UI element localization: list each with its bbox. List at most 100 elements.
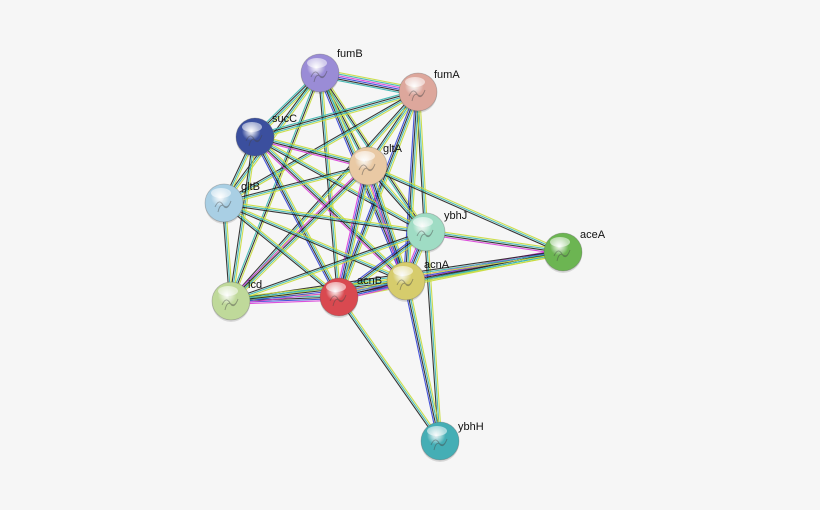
edge-line-teal	[255, 136, 341, 298]
node-label-acnB: acnB	[357, 275, 382, 287]
edge-line-black	[253, 137, 426, 234]
edge-line-teal	[338, 296, 441, 442]
edge-line-yellowgreen	[230, 277, 407, 299]
edge-line-black	[423, 231, 439, 442]
edge-line-yellowgreen	[232, 167, 371, 304]
edge-line-teal	[254, 135, 369, 166]
edge-line-yellowgreen	[370, 164, 410, 281]
edge-line-yellowgreen	[224, 201, 341, 297]
node-highlight	[242, 122, 262, 132]
edge-line-yellowgreen	[419, 91, 429, 233]
protein-structure-icon	[245, 134, 263, 147]
edge-line-yellowgreen	[407, 279, 443, 442]
node-ybhH[interactable]: ybhH	[420, 421, 484, 462]
edge-line-magenta	[228, 163, 367, 300]
node-highlight	[405, 77, 425, 87]
node-highlight	[393, 266, 413, 276]
node-label-fumB: fumB	[337, 48, 363, 60]
edge-line-teal	[319, 72, 340, 298]
edge-line-magenta	[425, 233, 564, 255]
edges-layer	[221, 68, 565, 443]
edge-line-blue	[403, 280, 439, 443]
nodes-layer: fumB fumA sucC gltA gltB ybhJ aceA icd acnB acnA y…	[204, 48, 606, 462]
edge-ybhJ-ybhH	[423, 231, 443, 442]
edge-ybhJ-aceA	[425, 229, 564, 255]
node-label-gltA: gltA	[383, 143, 403, 155]
edge-line-teal	[230, 231, 427, 302]
edge-line-black	[253, 136, 339, 298]
node-label-acnA: acnA	[424, 259, 450, 271]
edge-line-black	[425, 232, 564, 254]
edge-line-teal	[367, 165, 564, 253]
node-aceA[interactable]: aceA	[543, 229, 606, 273]
node-highlight	[355, 151, 375, 161]
edge-line-black	[229, 229, 427, 301]
node-acnA[interactable]: acnA	[386, 259, 450, 302]
edge-line-magenta	[252, 138, 405, 284]
protein-structure-icon	[416, 229, 434, 242]
edge-gltA-gltB	[223, 163, 369, 206]
node-fumA[interactable]: fumA	[398, 69, 460, 113]
edge-line-black	[337, 297, 440, 443]
node-icd[interactable]: icd	[211, 279, 262, 322]
edge-line-yellowgreen	[321, 72, 342, 298]
node-acnB[interactable]: acnB	[319, 275, 382, 318]
edge-line-teal	[223, 165, 369, 204]
edge-line-black	[222, 90, 418, 203]
node-gltA[interactable]: gltA	[348, 143, 403, 187]
edge-line-black	[404, 280, 440, 442]
edge-fumA-gltB	[222, 90, 420, 205]
edge-fumA-sucC	[253, 89, 420, 140]
edge-line-black	[338, 165, 369, 298]
edge-line-blue	[336, 165, 367, 298]
edge-line-teal	[425, 230, 564, 252]
edge-line-teal	[340, 165, 371, 298]
edge-line-black	[405, 251, 564, 282]
edge-sucC-gltA	[253, 134, 370, 169]
edge-line-yellowgreen	[339, 295, 442, 441]
node-sucC[interactable]: sucC	[235, 113, 297, 158]
edge-gltA-icd	[228, 163, 371, 304]
edge-line-yellowgreen	[256, 134, 409, 280]
node-gltB[interactable]: gltB	[204, 181, 260, 224]
node-label-aceA: aceA	[580, 229, 606, 241]
edge-line-yellowgreen	[255, 135, 428, 232]
node-highlight	[550, 237, 570, 247]
edge-sucC-acnA	[252, 134, 409, 284]
edge-line-yellowgreen	[255, 93, 420, 140]
protein-structure-icon	[221, 298, 239, 311]
edge-line-yellowgreen	[427, 231, 443, 442]
edge-line-teal	[406, 280, 442, 442]
edge-line-magenta	[253, 138, 368, 169]
node-fumB[interactable]: fumB	[300, 48, 363, 94]
edge-line-yellowgreen	[230, 232, 428, 304]
edge-acnB-ybhH	[337, 295, 442, 443]
protein-structure-icon	[329, 294, 347, 307]
edge-line-teal	[223, 202, 427, 233]
edge-line-yellowgreen	[368, 163, 565, 252]
protein-structure-icon	[310, 70, 328, 83]
edge-line-yellowgreen	[223, 166, 369, 206]
edge-line-teal	[255, 135, 408, 281]
edge-line-teal	[230, 278, 407, 300]
edge-gltA-acnB	[335, 164, 372, 299]
edge-line-teal	[405, 253, 564, 284]
edge-line-magenta	[335, 164, 366, 297]
node-label-sucC: sucC	[272, 113, 297, 125]
edge-line-yellowgreen	[425, 229, 564, 251]
edge-line-black	[367, 165, 407, 282]
node-highlight	[211, 188, 231, 198]
edge-line-black	[317, 72, 338, 298]
protein-structure-icon	[408, 89, 426, 102]
edge-line-teal	[253, 89, 418, 136]
protein-structure-icon	[430, 438, 448, 451]
node-highlight	[218, 286, 238, 296]
edge-line-black	[366, 166, 563, 255]
node-ybhJ[interactable]: ybhJ	[406, 210, 467, 253]
edge-line-yellowgreen	[341, 166, 372, 299]
edge-line-teal	[254, 136, 427, 233]
edge-line-teal	[425, 231, 441, 442]
edge-line-yellowgreen	[255, 134, 370, 165]
protein-structure-icon	[396, 278, 414, 291]
